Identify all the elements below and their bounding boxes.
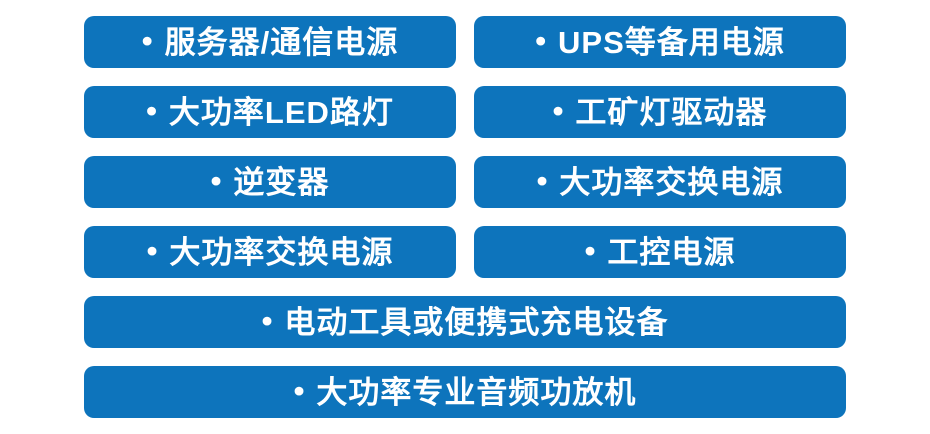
badge-mining-lamp-driver[interactable]: • 工矿灯驱动器 [474,86,846,138]
badge-grid: • 服务器/通信电源 • UPS等备用电源 • 大功率LED路灯 • 工矿灯驱动… [84,16,846,418]
badge-high-power-switching-power-2[interactable]: • 大功率交换电源 [84,226,456,278]
badge-label: 大功率交换电源 [559,164,784,200]
badge-label: 电动工具或便携式充电设备 [284,304,669,340]
bullet-icon: • [146,92,157,128]
bullet-icon: • [210,162,222,198]
badge-label: 大功率交换电源 [169,234,394,270]
bullet-icon: • [141,22,153,58]
badge-label: 大功率LED路灯 [168,94,394,130]
badge-industrial-control-power[interactable]: • 工控电源 [474,226,846,278]
badge-server-communication-power[interactable]: • 服务器/通信电源 [84,16,456,68]
badge-label: 工控电源 [607,234,736,270]
badge-high-power-led-streetlight[interactable]: • 大功率LED路灯 [84,86,456,138]
badge-inverter[interactable]: • 逆变器 [84,156,456,208]
bullet-icon: • [146,232,158,268]
bullet-icon: • [535,22,547,58]
badge-label: 服务器/通信电源 [164,24,399,60]
badge-label: UPS等备用电源 [558,24,785,60]
bullet-icon: • [536,162,548,198]
badge-label: 逆变器 [233,164,330,200]
badge-label: 大功率专业音频功放机 [316,374,637,410]
bullet-icon: • [261,302,273,338]
badge-label: 工矿灯驱动器 [575,94,768,130]
bullet-icon: • [293,372,305,408]
bullet-icon: • [552,92,564,128]
badge-professional-audio-amplifier[interactable]: • 大功率专业音频功放机 [84,366,846,418]
badge-high-power-switching-power[interactable]: • 大功率交换电源 [474,156,846,208]
bullet-icon: • [584,232,596,268]
badge-power-tools-portable-charging[interactable]: • 电动工具或便携式充电设备 [84,296,846,348]
badge-ups-backup-power[interactable]: • UPS等备用电源 [474,16,846,68]
